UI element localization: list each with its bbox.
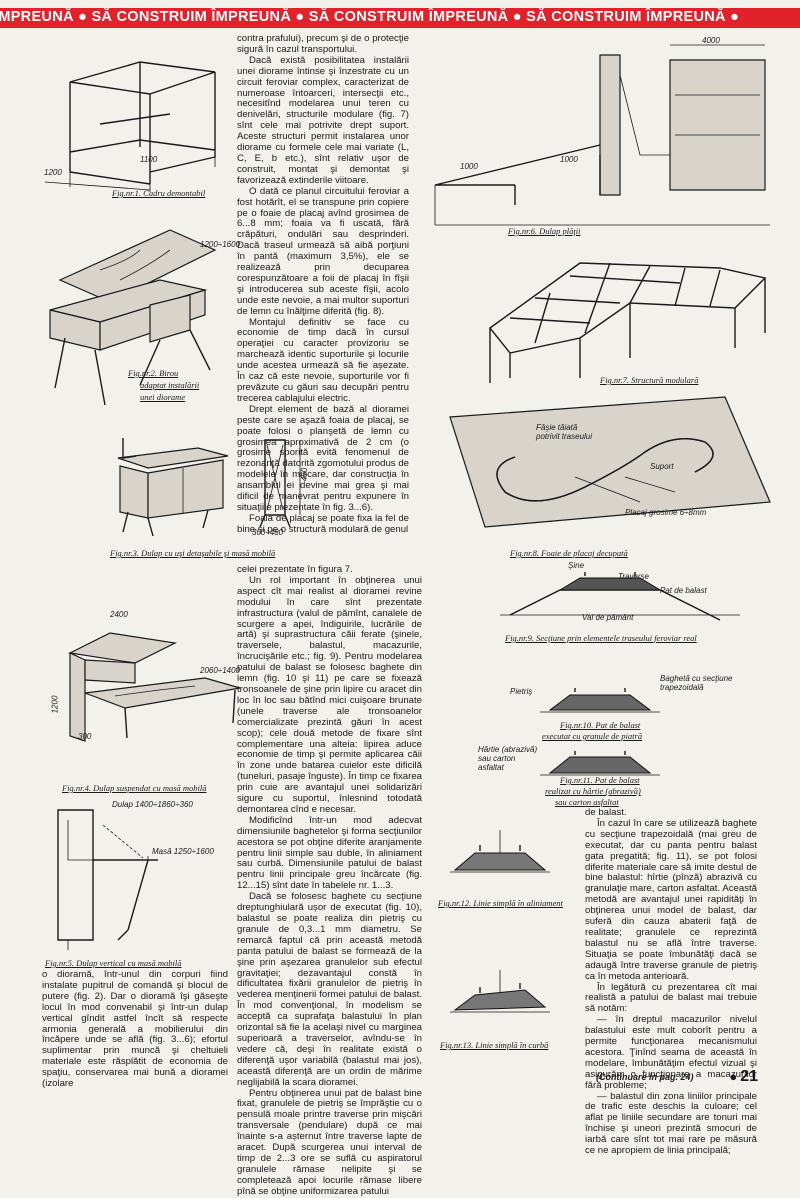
figure-2-caption-line3: unei diorame — [140, 392, 186, 402]
paragraph: Foaia de placaj se poate fixa la fel de … — [237, 512, 409, 535]
paragraph: contra prafului), precum şi de o protecţ… — [237, 33, 409, 55]
figure-11-ballast-drawing — [540, 751, 660, 776]
figure-4-suspended-cabinet-drawing — [68, 632, 241, 742]
figure-10-ballast-drawing — [540, 688, 660, 713]
figure-12-single-track-drawing — [450, 830, 550, 873]
paragraph: Dacă există posibilitatea instalării une… — [237, 54, 409, 186]
figure-2-caption-line1: Fig.nr.2. Birou — [128, 368, 179, 378]
paragraph: În cazul în care se utilizează baghete c… — [585, 817, 757, 982]
dim-label: 300 — [78, 732, 92, 741]
dim-label: 300÷480 — [252, 528, 284, 537]
figure-4-caption: Fig.nr.4. Dulap suspendat cu masă mobilă — [62, 783, 207, 793]
hartie-label: Hârtie (abrazivă) sau carton asfaltat — [478, 745, 538, 772]
paragraph: — în dreptul macazurilor nivelul balastu… — [585, 1014, 757, 1091]
text-column-3: de balast. În cazul în care se utilizeaz… — [585, 807, 757, 1157]
figure-7-caption: Fig.nr.7. Structură modulară — [600, 375, 699, 385]
page-number: ●21 — [729, 1068, 758, 1085]
paragraph: O dată ce planul circuitului feroviar a … — [237, 185, 409, 317]
fasie-label: Fâşie tăiată potrivit traseului — [536, 423, 593, 441]
figure-5-vertical-cabinet-drawing — [57, 809, 158, 950]
figure-6-cabinet-drawing — [434, 44, 770, 226]
figure-3-cabinet-drawing — [117, 438, 229, 537]
figure-2-desk-drawing — [49, 229, 217, 406]
figure-10-caption-line1: Fig.nr.10. Pat de balast — [560, 720, 641, 730]
figure-3-side-view — [259, 439, 301, 528]
paragraph: — balastul din zona liniilor principale … — [585, 1090, 757, 1157]
val-pamant-label: Val de pământ — [582, 613, 634, 622]
figure-11-caption-line3: sau carton asfaltat — [555, 797, 619, 807]
text-column-2: celei prezentate în figura 7. Un rol imp… — [237, 564, 422, 1198]
paragraph: Un rol important în obţinerea unui aspec… — [237, 574, 422, 815]
figure-1-caption: Fig.nr.1. Cadru demontabil — [112, 188, 206, 198]
figure-6-caption: Fig.nr.6. Dulap plăţii — [508, 226, 581, 236]
figure-10-caption-line2: executat cu granule de piatră — [542, 731, 643, 741]
dim-label: 1000 — [560, 155, 578, 164]
figure-7-modular-structure-drawing — [488, 262, 767, 383]
dim-label: 1200÷1600 — [200, 240, 240, 249]
suport-label: Suport — [650, 462, 674, 471]
figure-9-caption: Fig.nr.9. Secţiune prin elementele trase… — [505, 633, 697, 643]
figure-2-caption-line2: adaptat instalării — [140, 380, 200, 390]
pat-balast-label: Pat de balast — [660, 586, 707, 595]
figure-8-caption: Fig.nr.8. Foaie de placaj decupată — [510, 548, 628, 558]
paragraph: Dacă se folosesc baghete cu secţiune dre… — [237, 891, 422, 1088]
paragraph: Modificînd într-un mod adecvat dimensiun… — [237, 814, 422, 892]
placaj-label: Placaj grosime 6÷8mm — [625, 508, 707, 517]
paragraph: de balast. — [585, 807, 627, 818]
figure-13-curve-track-drawing — [450, 970, 550, 1013]
continuation-note: (Continuare în pag. 24) — [596, 1072, 694, 1082]
figure-11-caption-line2: realizat cu hârtie (abrazivă) — [545, 786, 641, 796]
traverse-label: Traverse — [618, 572, 649, 581]
dim-label: 1100 — [140, 155, 158, 164]
paragraph: celei prezentate în figura 7. — [237, 564, 353, 575]
paragraph: Drept element de bază al dioramei peste … — [237, 403, 409, 513]
figure-12-caption: Fig.nr.12. Linie simplă în aliniament — [438, 898, 563, 908]
figure-5-caption: Fig.nr.5. Dulap vertical cu masă mobilă — [45, 958, 182, 968]
header-banner: ÎMPREUNĂ ● SĂ CONSTRUIM ÎMPREUNĂ ● SĂ CO… — [0, 8, 800, 28]
dim-label: 1200 — [44, 168, 62, 177]
text-column-bottom-left: o dioramă, într-unul din corpuri fiind i… — [42, 969, 228, 1090]
bagheta-label: Baghetă cu secţiune trapezoidală — [660, 674, 733, 692]
paragraph: o dioramă, într-unul din corpuri fiind i… — [42, 969, 228, 1090]
paragraph: Montajul definitiv se face cu economie d… — [237, 316, 409, 404]
dim-label: 1200 — [50, 695, 60, 714]
text-column-1: contra prafului), precum şi de o protecţ… — [237, 33, 409, 536]
figure-8-plywood-drawing — [449, 396, 771, 528]
figure-13-caption: Fig.nr.13. Linie simplă în curbă — [440, 1040, 549, 1050]
dim-label: 2400 — [110, 610, 128, 619]
pietris-label: Pietriş — [510, 687, 533, 696]
dulap-label: Dulap 1400÷1860÷360 — [112, 800, 193, 809]
banner-text: ÎMPREUNĂ ● SĂ CONSTRUIM ÎMPREUNĂ ● SĂ CO… — [0, 9, 740, 25]
masa-label: Masă 1250÷1600 — [152, 847, 214, 856]
dim-label: 2060÷1400 — [200, 666, 240, 675]
sine-label: Şine — [568, 561, 585, 570]
figure-11-caption-line1: Fig.nr.11. Pat de balast — [560, 775, 640, 785]
figure-9-track-section-drawing — [500, 572, 740, 621]
dim-label: 1000 — [460, 162, 478, 171]
paragraph: În legătură cu prezentarea cît mai reali… — [585, 981, 757, 1015]
figure-1-frame-drawing — [44, 61, 216, 192]
page-number-value: 21 — [740, 1068, 758, 1085]
figure-3-caption: Fig.nr.3. Dulap cu uşi detaşabile şi mas… — [110, 548, 276, 558]
paragraph: Pentru obţinerea unui pat de balast bine… — [237, 1087, 422, 1197]
dim-label: 4000 — [702, 36, 720, 45]
